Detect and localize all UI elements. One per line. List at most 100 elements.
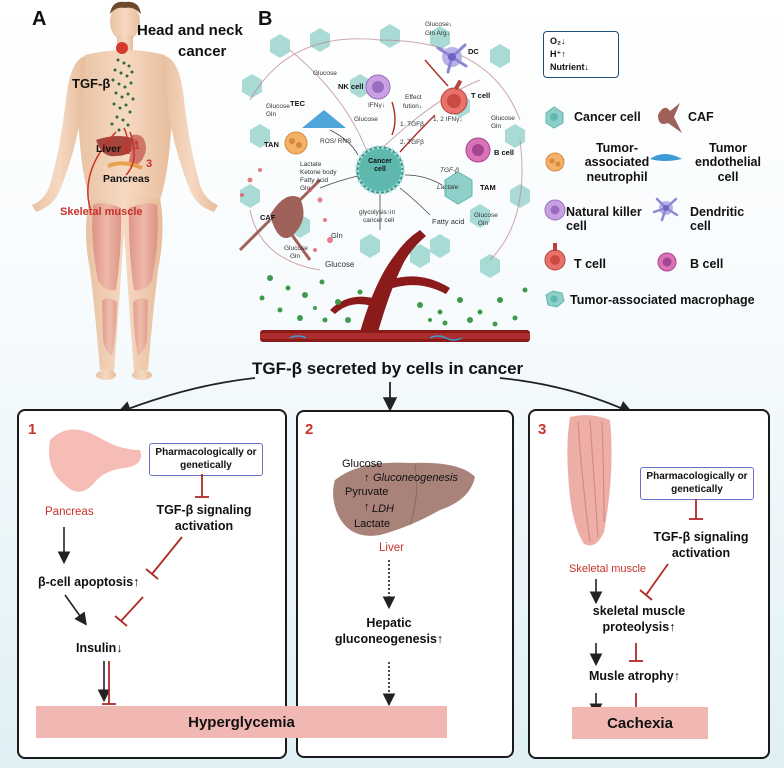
tan-icon — [545, 152, 565, 172]
note-gln-left: Gln — [300, 185, 311, 192]
panel-a-tgf-label: TGF-β — [72, 76, 111, 91]
box2-lactate: Lactate — [354, 518, 391, 530]
box3-arrows — [589, 499, 703, 717]
tec-label: TEC — [290, 99, 305, 108]
box1-insulin: Insulin↓ — [76, 641, 123, 655]
box3-signaling: TGF-β signaling activation — [653, 530, 749, 560]
note-fatty-acid: Fatty acid — [432, 217, 465, 226]
note-tgfb-1: 1. TGFβ — [400, 121, 424, 128]
box2-gluconeogenesis-arrow: ↑ — [364, 472, 370, 484]
box3-note: Pharmacologically or genetically — [640, 467, 754, 500]
note-glucose-mid: Glucose — [354, 116, 378, 123]
tumor-microenvironment-illustration — [238, 24, 530, 342]
legend-tec: Tumor endothelial cell — [695, 141, 761, 184]
note-glucose-bcell-2: Gln — [491, 123, 502, 130]
note-glucose-top: Glucose↓ — [425, 21, 453, 28]
env-hydrogen: H⁺↑ — [550, 49, 566, 60]
box-3-number: 3 — [538, 421, 547, 438]
panel-a-num-2: 2 — [124, 145, 131, 157]
note-glycolysis-2: cancer cell — [363, 217, 395, 224]
note-glucose-right-1: Glucose — [474, 212, 498, 219]
nk-cell-label: NK cell — [338, 82, 364, 91]
box2-ldh-arrow: ↑ — [364, 501, 370, 513]
legend-cancer-cell: Cancer cell — [574, 110, 641, 124]
box2-arrows — [382, 560, 396, 707]
legend-caf: CAF — [688, 110, 714, 124]
tan-label: TAN — [264, 140, 279, 149]
hyperglycemia-banner: Hyperglycemia — [36, 706, 447, 738]
human-body-illustration — [32, 1, 218, 380]
note-glucose-right-2: Gln — [478, 220, 489, 227]
legend-tam: Tumor-associated macrophage — [570, 293, 755, 307]
box1-note: Pharmacologically or genetically — [149, 443, 263, 476]
note-tgfb-2: 2. TGFβ — [400, 139, 424, 146]
box2-liver-label: Liver — [379, 542, 404, 554]
legend-icons — [544, 103, 682, 308]
legend-tan: Tumor-associated neutrophil — [584, 141, 650, 184]
box1-arrows — [57, 474, 209, 705]
environment-conditions-box: O₂↓ H⁺↑ Nutrient↓ — [543, 31, 619, 79]
panel-a-title-2: cancer — [178, 43, 227, 60]
tec-icon — [650, 154, 682, 161]
note-fatty-acid-left: Fatty acid — [300, 177, 329, 184]
box-1-number: 1 — [28, 421, 37, 438]
note-fution: fution↓ — [403, 103, 423, 110]
panel-a-pancreas-label: Pancreas — [103, 173, 150, 185]
box2-glucose: Glucose — [342, 458, 383, 470]
note-glycolysis-1: glycolysis↑in — [359, 209, 396, 216]
box-2-number: 2 — [305, 421, 314, 438]
caf-icon — [658, 103, 682, 133]
note-glucose-bottom: Glucose — [325, 260, 355, 269]
b-cell-label: B cell — [494, 148, 515, 157]
tam-icon — [545, 290, 565, 308]
liver-organ-icon — [333, 462, 475, 536]
dc-label: DC — [468, 47, 479, 56]
panel-a-liver-label: Liver — [96, 143, 122, 155]
box2-pyruvate: Pyruvate — [345, 486, 389, 498]
panel-a-num-1: 1 — [134, 140, 141, 152]
box2-hepatic: Hepatic gluconeogenesis↑ — [334, 616, 444, 646]
t-cell-icon — [544, 243, 566, 271]
panel-a-skeletal-muscle-label: Skeletal muscle — [60, 206, 143, 218]
note-glucose-nk: Glucose — [313, 70, 337, 77]
legend-b-cell: B cell — [690, 257, 724, 271]
panel-a-num-3: 3 — [146, 158, 153, 170]
note-lactate-tam: Lactate — [437, 184, 459, 191]
panel-a-title-1: Head and neck — [137, 22, 243, 39]
note-glucose-gln-left-2: Gln — [266, 111, 277, 118]
pancreas-organ-icon — [49, 429, 141, 492]
b-cell-icon — [657, 252, 677, 272]
cachexia-banner: Cachexia — [572, 707, 708, 739]
legend-dc: Dendritic cell — [690, 205, 745, 234]
note-glucose-bcell-1: Glucose — [491, 115, 515, 122]
note-gln: Gln — [331, 231, 343, 240]
box1-apoptosis: β-cell apoptosis↑ — [38, 575, 140, 589]
caf-label: CAF — [260, 213, 276, 222]
note-glucose-gln-left-1: Glucose — [266, 103, 290, 110]
note-tgfb-tam: TGF-β — [440, 167, 459, 174]
note-ifn-down: IFNγ↓ — [368, 102, 385, 109]
box2-gluconeogenesis: Gluconeogenesis — [373, 472, 459, 484]
cancer-cell-center-label: Cancer cell — [368, 158, 392, 174]
tam-label: TAM — [480, 183, 496, 192]
cancer-cell-icon — [545, 106, 564, 129]
box3-atrophy: Musle atrophy↑ — [589, 669, 680, 683]
box3-proteolysis: skeletal muscle proteolysis↑ — [592, 604, 686, 634]
panel-a-letter: A — [32, 8, 47, 30]
dc-icon — [652, 197, 679, 222]
box1-pancreas-label: Pancreas — [45, 506, 94, 518]
box2-ldh: LDH — [372, 503, 395, 515]
env-nutrient: Nutrient↓ — [550, 62, 589, 73]
central-title: TGF-β secreted by cells in cancer — [252, 359, 524, 378]
t-cell-label: T cell — [471, 91, 491, 100]
box1-signaling: TGF-β signaling activation — [156, 503, 252, 533]
note-ifn-12: 1, 2 IFNγ↓ — [433, 116, 463, 123]
note-glucose-caf-1: Glucose — [284, 245, 308, 252]
note-ketone: Ketone body — [300, 169, 337, 176]
note-lactate: Lactate — [300, 161, 322, 168]
note-effect: Effect — [405, 94, 422, 101]
panel-b-letter: B — [258, 8, 273, 30]
note-ros-rns: ROS/ RNS — [320, 138, 352, 145]
legend-nk: Natural killer cell — [566, 205, 642, 234]
